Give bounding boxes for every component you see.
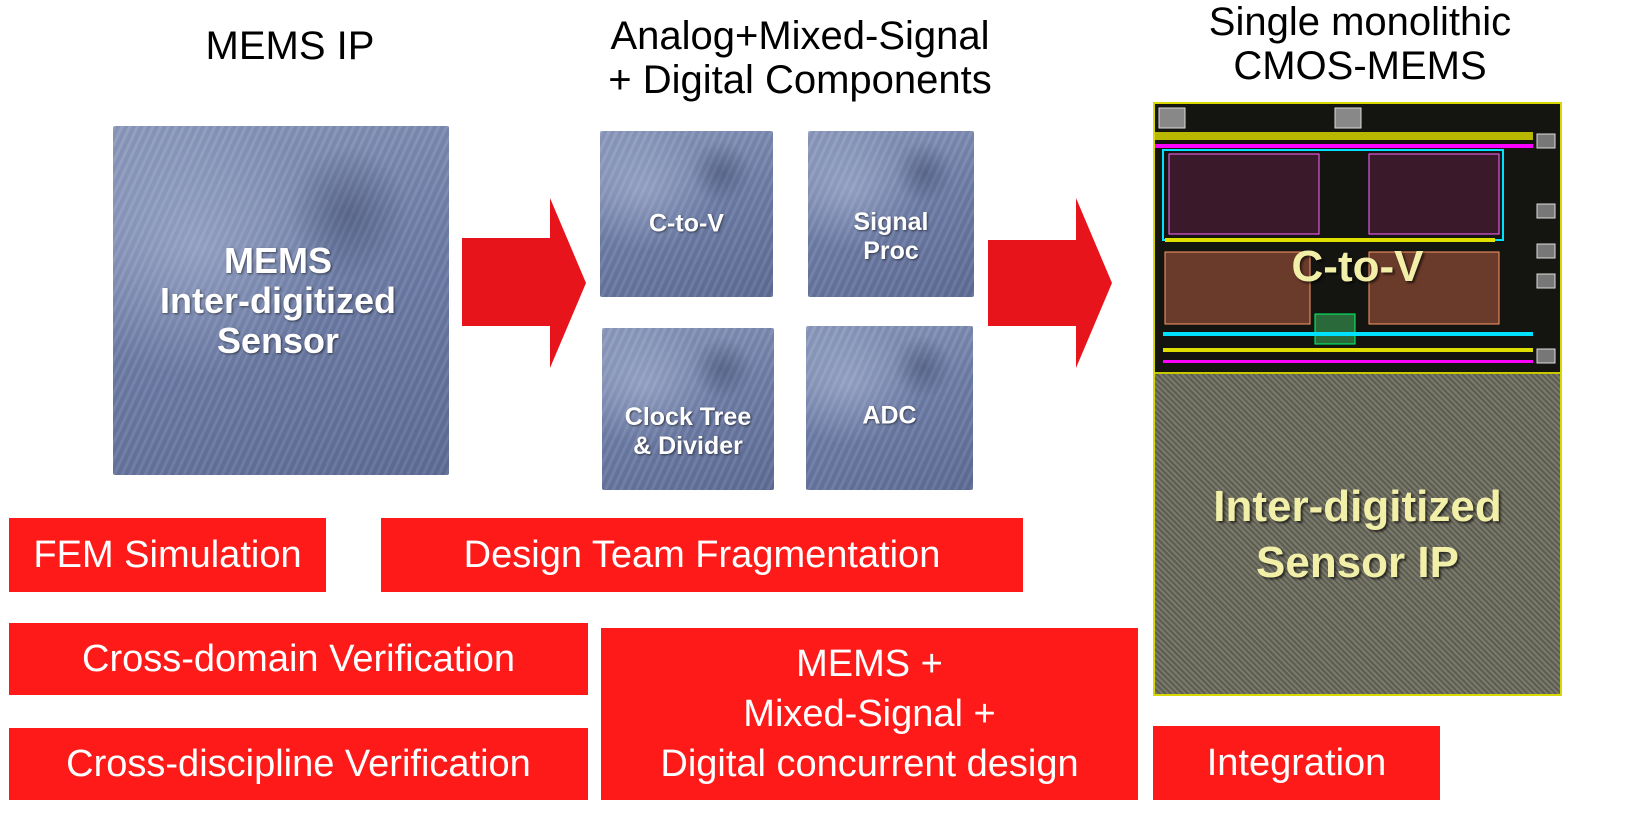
chip-sensor-line2: Sensor IP [1256, 538, 1459, 587]
header-analog: Analog+Mixed-Signal + Digital Components [580, 14, 1020, 102]
box-design-team: Design Team Fragmentation [381, 518, 1023, 592]
header-single-line2: CMOS-MEMS [1233, 44, 1487, 88]
mems-sensor-line3: Sensor [216, 319, 340, 361]
header-single-line1: Single monolithic [1208, 0, 1512, 44]
adc-tile: ADC [806, 326, 973, 490]
signal-proc-line2: Proc [863, 237, 919, 266]
box-fem-simulation: FEM Simulation [9, 518, 326, 592]
adc-tile-line1: ADC [862, 401, 917, 430]
header-analog-line2: + Digital Components [608, 58, 992, 102]
clock-tree-tile: Clock Tree & Divider [602, 328, 774, 490]
clock-tree-line2: & Divider [633, 431, 743, 460]
signal-proc-tile: Signal Proc [808, 131, 974, 297]
circuit-layout-graphic [1155, 104, 1560, 374]
chip-sensor-area: Inter-digitized Sensor IP [1155, 372, 1560, 694]
box-fem-simulation-text: FEM Simulation [33, 534, 302, 576]
header-mems-ip-text: MEMS IP [205, 24, 375, 68]
box-design-team-text: Design Team Fragmentation [463, 534, 941, 576]
box-integration: Integration [1153, 726, 1440, 800]
mems-sensor-tile: MEMS Inter-digitized Sensor [113, 126, 449, 475]
box-integration-text: Integration [1206, 742, 1387, 784]
box-concurrent-line1: MEMS + [796, 643, 943, 685]
clock-tree-label: Clock Tree & Divider [602, 403, 774, 461]
mems-sensor-label: MEMS Inter-digitized Sensor [113, 239, 449, 361]
ctov-tile: C-to-V [600, 131, 773, 297]
box-concurrent-design: MEMS + Mixed-Signal + Digital concurrent… [601, 628, 1138, 800]
box-concurrent-line3: Digital concurrent design [660, 743, 1079, 785]
header-analog-line1: Analog+Mixed-Signal [610, 14, 990, 58]
adc-tile-label: ADC [806, 402, 973, 431]
chip-sensor-line1: Inter-digitized [1213, 482, 1502, 531]
ctov-tile-label: C-to-V [600, 209, 773, 238]
arrow-right-icon [988, 198, 1112, 368]
signal-proc-label: Signal Proc [808, 208, 974, 266]
chip-ctov-label: C-to-V [1291, 242, 1424, 291]
box-concurrent-line2: Mixed-Signal + [743, 693, 996, 735]
box-cross-discipline-text: Cross-discipline Verification [66, 743, 531, 785]
box-cross-domain: Cross-domain Verification [9, 623, 588, 695]
chip-layout: C-to-V Inter-digitized Sensor IP [1153, 102, 1562, 696]
arrow-right-icon [462, 198, 586, 368]
box-cross-domain-text: Cross-domain Verification [82, 638, 515, 680]
header-single: Single monolithic CMOS-MEMS [1165, 0, 1555, 88]
chip-sensor-label: Inter-digitized Sensor IP [1155, 479, 1560, 591]
signal-proc-line1: Signal [853, 208, 929, 237]
clock-tree-line1: Clock Tree [624, 402, 752, 431]
box-cross-discipline: Cross-discipline Verification [9, 728, 588, 800]
header-mems-ip: MEMS IP [150, 24, 430, 68]
mems-sensor-line1: MEMS [224, 239, 332, 281]
mems-sensor-line2: Inter-digitized [160, 279, 396, 321]
ctov-tile-line1: C-to-V [649, 209, 724, 238]
